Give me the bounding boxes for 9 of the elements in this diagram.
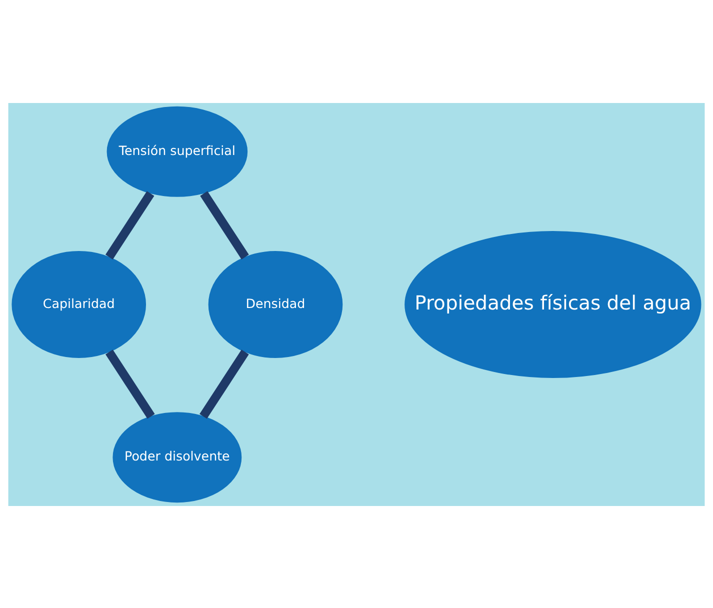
connector <box>105 190 154 259</box>
node-ellipse: Densidad <box>208 250 343 358</box>
connector <box>200 190 249 259</box>
node-ellipse: Poder disolvente <box>112 412 242 502</box>
node-ellipse: Capilaridad <box>12 250 146 358</box>
connector <box>106 349 155 418</box>
connector <box>200 349 249 418</box>
node-ellipse: Propiedades físicas del agua <box>404 230 702 378</box>
node-ellipse: Tensión superficial <box>106 106 248 196</box>
